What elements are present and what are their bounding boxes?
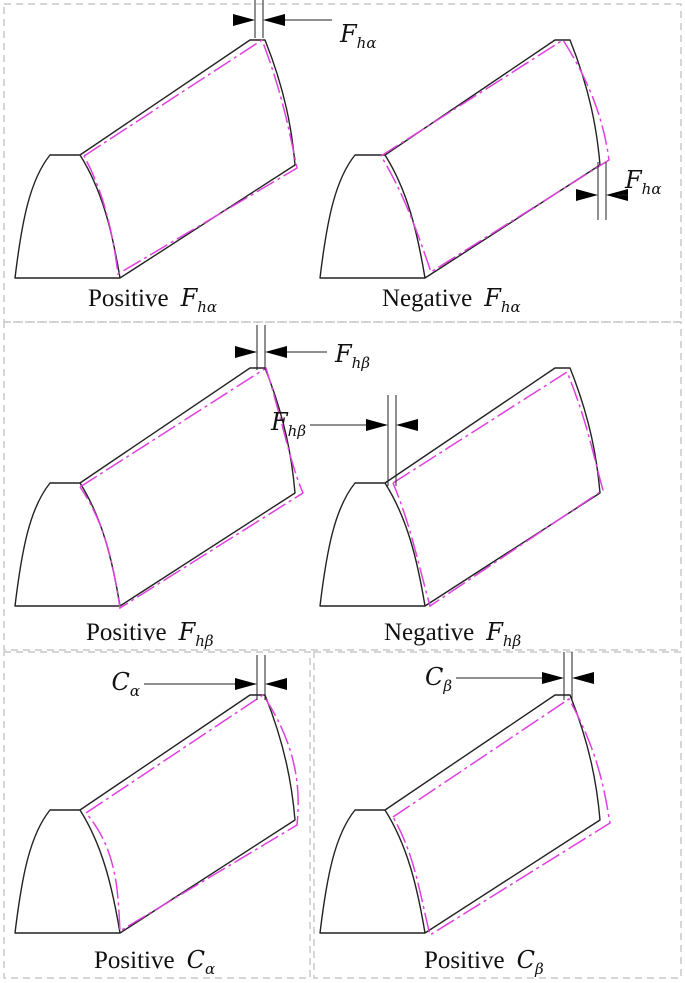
tooth-profile-edge	[384, 154, 426, 279]
dimension-label-symbol: F	[624, 166, 643, 194]
deviation-line	[79, 366, 304, 610]
tooth-profile-edge	[384, 482, 426, 607]
caption-word: Positive	[88, 285, 169, 312]
tooth-outline	[14, 694, 296, 934]
caption-word: Positive	[94, 947, 175, 974]
panel-caption: Negative Fhα	[382, 284, 521, 316]
panel-border	[313, 651, 682, 979]
dimension-label-subscript: hα	[357, 34, 377, 52]
deviation-line	[392, 697, 611, 937]
tooth-outline	[319, 39, 601, 279]
dimension-label: Cβ	[425, 663, 452, 695]
dimension-label: Cα	[111, 668, 140, 700]
arrow-head	[233, 14, 255, 26]
arrow-head	[235, 346, 257, 358]
arrow-head	[576, 189, 598, 201]
dimension-label-subscript: α	[130, 682, 140, 700]
panel-border	[3, 321, 682, 651]
dimension-label-symbol: F	[339, 20, 358, 48]
arrow-head	[235, 678, 257, 690]
dimension-label: Fhα	[339, 20, 376, 52]
tooth-outline	[319, 694, 601, 934]
caption-symbol: F	[485, 618, 504, 646]
panel-border	[3, 651, 311, 979]
dimension-label-subscript: hβ	[352, 354, 371, 372]
dimension-label-subscript: hβ	[288, 422, 307, 440]
deviation-line	[83, 38, 298, 276]
panel-caption: Positive Cβ	[424, 946, 544, 978]
caption-word: Positive	[86, 619, 167, 646]
panel-caption: Negative Fhβ	[384, 618, 522, 650]
caption-symbol: C	[187, 946, 205, 974]
caption-word: Positive	[424, 947, 505, 974]
deviation-line	[85, 693, 299, 933]
dimension-label-symbol: F	[270, 408, 289, 436]
deviation-line	[380, 38, 610, 274]
tooth-outline	[14, 367, 296, 607]
caption-subscript: hα	[501, 298, 521, 316]
caption-symbol: C	[517, 946, 535, 974]
caption-symbol: F	[178, 618, 197, 646]
arrow-head	[366, 419, 388, 431]
caption-word: Negative	[382, 285, 472, 312]
dimension-label: Fhβ	[270, 408, 306, 440]
arrow-head	[396, 419, 418, 431]
panel-caption: Positive Fhα	[88, 284, 217, 316]
dimension-label-subscript: hα	[642, 180, 662, 198]
arrow-head	[263, 14, 285, 26]
dimension-label: Fhβ	[334, 340, 370, 372]
tooth-profile-edge	[79, 154, 121, 279]
dimension-label-symbol: C	[111, 668, 129, 696]
dimension-label: Fhα	[624, 166, 661, 198]
arrow-head	[265, 678, 287, 690]
caption-word: Negative	[384, 619, 474, 646]
deviation-line	[392, 370, 604, 608]
tooth-outline	[319, 367, 601, 607]
tooth-profile-edge	[79, 809, 121, 934]
dimension-label-subscript: β	[442, 677, 452, 695]
caption-symbol: F	[180, 284, 199, 312]
dimension-label-symbol: F	[334, 340, 353, 368]
caption-subscript: α	[205, 960, 215, 978]
panel-caption: Positive Cα	[94, 946, 215, 978]
caption-subscript: β	[534, 960, 544, 978]
arrow-head	[572, 672, 594, 684]
arrow-head	[542, 672, 564, 684]
caption-subscript: hβ	[503, 632, 522, 650]
dimension-label-symbol: C	[425, 663, 443, 691]
panel-caption: Positive Fhβ	[86, 618, 214, 650]
tooth-outline	[14, 39, 296, 279]
caption-subscript: hβ	[195, 632, 214, 650]
tooth-profile-edge	[384, 809, 426, 934]
panel-borders	[3, 3, 682, 979]
arrow-head	[265, 346, 287, 358]
caption-subscript: hα	[197, 298, 217, 316]
caption-symbol: F	[483, 284, 502, 312]
